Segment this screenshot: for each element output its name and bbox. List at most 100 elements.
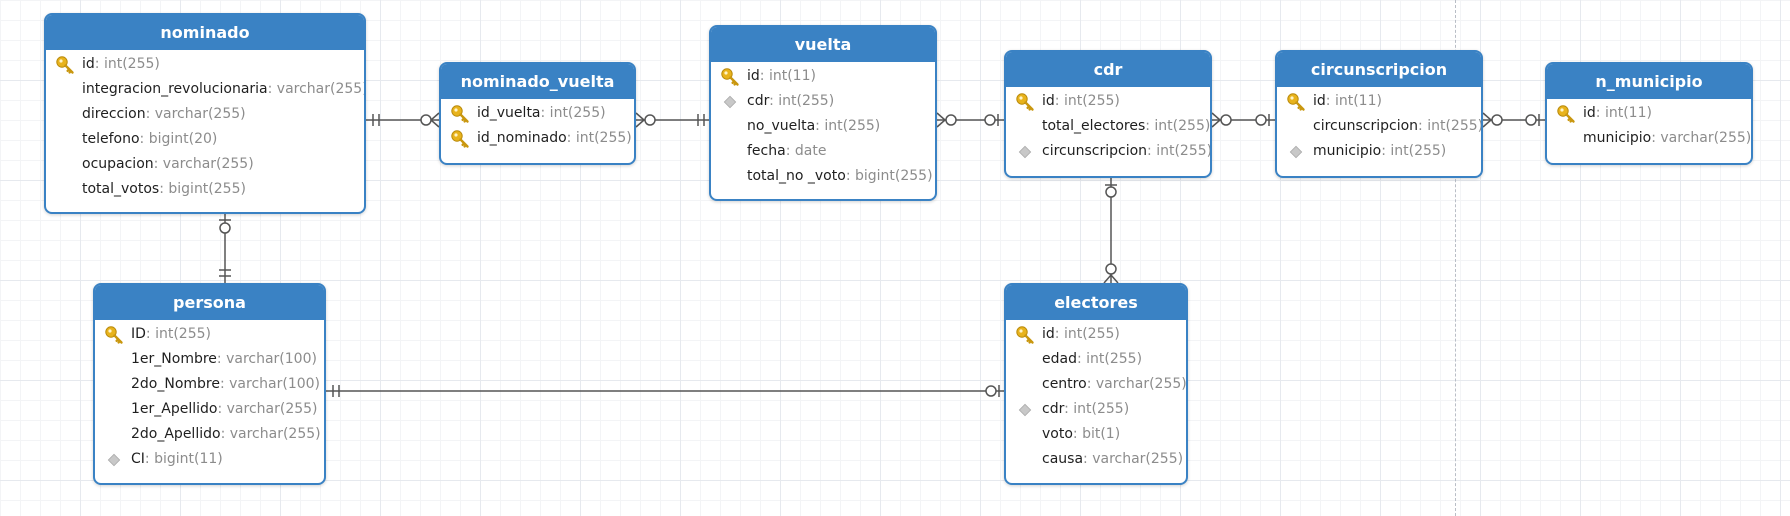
field-name: total_electores bbox=[1042, 118, 1146, 134]
field-name: 1er_Apellido bbox=[131, 401, 218, 417]
field-row[interactable]: integracion_revolucionaria: varchar(255) bbox=[46, 77, 364, 102]
diamond-icon bbox=[720, 89, 742, 114]
field-row[interactable]: id_nominado: int(255) bbox=[441, 126, 634, 151]
field-row[interactable]: id: int(255) bbox=[1006, 89, 1210, 114]
field-row[interactable]: municipio: varchar(255) bbox=[1547, 126, 1751, 151]
field-type: : bigint(11) bbox=[144, 451, 223, 467]
page-break-guide bbox=[1455, 0, 1456, 516]
field-name: total_votos bbox=[82, 181, 160, 197]
field-row[interactable]: ID: int(255) bbox=[95, 322, 324, 347]
field-row[interactable]: id_vuelta: int(255) bbox=[441, 101, 634, 126]
field-row[interactable]: total_electores: int(255) bbox=[1006, 114, 1210, 139]
field-row[interactable]: centro: varchar(255) bbox=[1006, 372, 1186, 397]
entity-title: vuelta bbox=[711, 27, 935, 62]
field-row[interactable]: 1er_Nombre: varchar(100) bbox=[95, 347, 324, 372]
key-icon bbox=[450, 126, 472, 151]
field-type: : int(255) bbox=[815, 118, 881, 134]
field-row[interactable]: id: int(11) bbox=[1277, 89, 1481, 114]
field-type: : varchar(255) bbox=[267, 81, 366, 97]
field-type: : varchar(100) bbox=[219, 376, 321, 392]
field-name: 2do_Apellido bbox=[131, 426, 221, 442]
field-row[interactable]: causa: varchar(255) bbox=[1006, 447, 1186, 472]
field-type: : int(255) bbox=[566, 130, 632, 146]
field-type: : varchar(255) bbox=[1086, 376, 1187, 392]
diamond-icon bbox=[1015, 397, 1037, 422]
field-row[interactable]: 2do_Apellido: varchar(255) bbox=[95, 422, 324, 447]
field-type: : int(11) bbox=[1595, 105, 1652, 121]
field-name: id bbox=[747, 68, 760, 84]
field-type: : int(255) bbox=[1054, 93, 1120, 109]
key-icon bbox=[1286, 89, 1308, 114]
field-row[interactable]: voto: bit(1) bbox=[1006, 422, 1186, 447]
entity-title: circunscripcion bbox=[1277, 52, 1481, 87]
diamond-icon bbox=[1015, 139, 1037, 164]
field-type: : int(255) bbox=[1145, 118, 1211, 134]
relationship-nominado-vuelta-vuelta bbox=[635, 112, 709, 128]
entity-title: n_municipio bbox=[1547, 64, 1751, 99]
field-name: voto bbox=[1042, 426, 1073, 442]
field-type: : int(255) bbox=[769, 93, 835, 109]
entity-n-municipio[interactable]: n_municipio id: int(11)municipio: varcha… bbox=[1545, 62, 1753, 165]
field-name: CI bbox=[131, 451, 145, 467]
entity-persona[interactable]: persona ID: int(255)1er_Nombre: varchar(… bbox=[93, 283, 326, 485]
field-row[interactable]: cdr: int(255) bbox=[1006, 397, 1186, 422]
field-row[interactable]: 2do_Nombre: varchar(100) bbox=[95, 372, 324, 397]
field-row[interactable]: total_no _voto: bigint(255) bbox=[711, 164, 935, 189]
field-row[interactable]: circunscripcion: int(255) bbox=[1277, 114, 1481, 139]
entity-title: cdr bbox=[1006, 52, 1210, 87]
field-type: : int(255) bbox=[94, 56, 160, 72]
entity-vuelta[interactable]: vuelta id: int(11)cdr: int(255)no_vuelta… bbox=[709, 25, 937, 201]
field-name: cdr bbox=[747, 93, 770, 109]
entity-electores[interactable]: electores id: int(255)edad: int(255)cent… bbox=[1004, 283, 1188, 485]
field-row[interactable]: id: int(11) bbox=[711, 64, 935, 89]
field-type: : varchar(255) bbox=[153, 156, 254, 172]
relationship-persona-electores bbox=[326, 385, 1004, 397]
field-row[interactable]: cdr: int(255) bbox=[711, 89, 935, 114]
field-type: : int(255) bbox=[145, 326, 211, 342]
field-type: : bigint(255) bbox=[159, 181, 246, 197]
field-name: circunscripcion bbox=[1042, 143, 1148, 159]
field-type: : int(255) bbox=[540, 105, 606, 121]
field-row[interactable]: 1er_Apellido: varchar(255) bbox=[95, 397, 324, 422]
field-name: causa bbox=[1042, 451, 1084, 467]
field-type: : int(255) bbox=[1064, 401, 1130, 417]
relationship-cdr-circunscripcion bbox=[1211, 112, 1275, 128]
field-row[interactable]: total_votos: bigint(255) bbox=[46, 177, 364, 202]
entity-title: nominado_vuelta bbox=[441, 64, 634, 99]
field-name: id_nominado bbox=[477, 130, 567, 146]
relationship-nominado-nominado-vuelta bbox=[366, 112, 440, 128]
key-icon bbox=[720, 64, 742, 89]
key-icon bbox=[450, 101, 472, 126]
entity-cdr[interactable]: cdr id: int(255)total_electores: int(255… bbox=[1004, 50, 1212, 178]
field-type: : int(255) bbox=[1418, 118, 1483, 134]
field-type: : varchar(255) bbox=[220, 426, 321, 442]
field-row[interactable]: id: int(255) bbox=[1006, 322, 1186, 347]
field-type: : int(11) bbox=[759, 68, 816, 84]
field-row[interactable]: id: int(11) bbox=[1547, 101, 1751, 126]
field-row[interactable]: CI: bigint(11) bbox=[95, 447, 324, 472]
field-row[interactable]: edad: int(255) bbox=[1006, 347, 1186, 372]
key-icon bbox=[104, 322, 126, 347]
field-type: : bigint(255) bbox=[845, 168, 933, 184]
field-row[interactable]: fecha: date bbox=[711, 139, 935, 164]
field-row[interactable]: circunscripcion: int(255) bbox=[1006, 139, 1210, 164]
diamond-icon bbox=[104, 447, 126, 472]
field-row[interactable]: id: int(255) bbox=[46, 52, 364, 77]
field-row[interactable]: telefono: bigint(20) bbox=[46, 127, 364, 152]
field-name: id_vuelta bbox=[477, 105, 541, 121]
field-name: id bbox=[1042, 326, 1055, 342]
field-row[interactable]: ocupacion: varchar(255) bbox=[46, 152, 364, 177]
field-row[interactable]: direccion: varchar(255) bbox=[46, 102, 364, 127]
relationship-nominado-persona bbox=[219, 214, 231, 283]
entity-nominado-vuelta[interactable]: nominado_vuelta id_vuelta: int(255)id_no… bbox=[439, 62, 636, 165]
field-row[interactable]: no_vuelta: int(255) bbox=[711, 114, 935, 139]
entity-title: nominado bbox=[46, 15, 364, 50]
entity-circunscripcion[interactable]: circunscripcion id: int(11)circunscripci… bbox=[1275, 50, 1483, 178]
key-icon bbox=[1015, 322, 1037, 347]
entity-nominado[interactable]: nominado id: int(255)integracion_revoluc… bbox=[44, 13, 366, 214]
field-name: 1er_Nombre bbox=[131, 351, 217, 367]
field-type: : int(255) bbox=[1147, 143, 1212, 159]
field-row[interactable]: municipio: int(255) bbox=[1277, 139, 1481, 164]
field-name: 2do_Nombre bbox=[131, 376, 220, 392]
